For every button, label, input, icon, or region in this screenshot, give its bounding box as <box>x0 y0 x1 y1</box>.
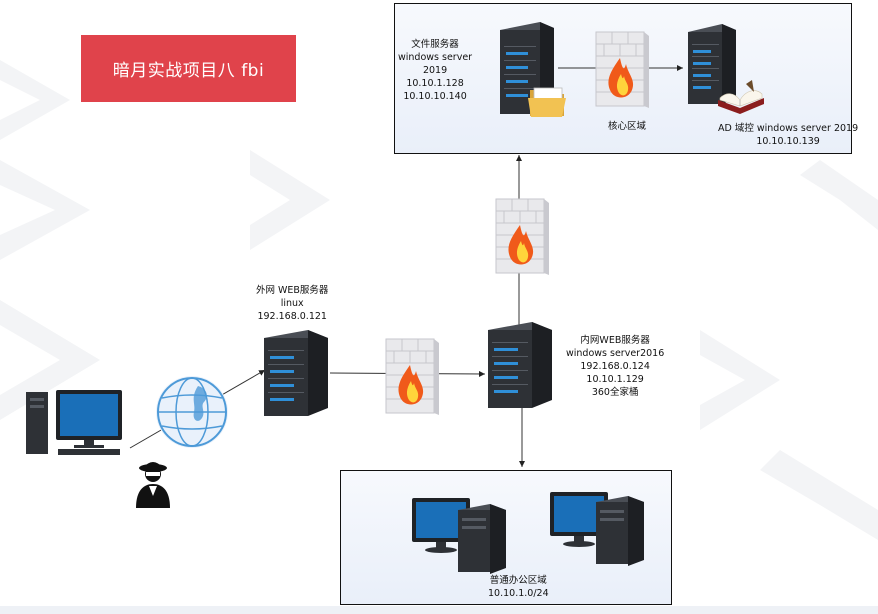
core-zone-label: 核心区域 <box>608 121 647 132</box>
inner-web-line: 360全家桶 <box>591 387 639 398</box>
file-server-line: 2019 <box>422 65 448 76</box>
outer-web-line: 192.168.0.121 <box>257 311 327 322</box>
ad-server-line: AD 域控 windows server 2019 <box>718 123 859 134</box>
book-icon <box>718 80 764 114</box>
office-zone-line: 10.10.1.0/24 <box>488 588 549 599</box>
file-server-line: windows server <box>398 52 473 63</box>
file-server-label: 文件服务器 windows server 2019 10.10.1.128 10… <box>398 38 472 103</box>
inner-web-line: 内网WEB服务器 <box>580 335 650 346</box>
office-zone-line: 普通办公区域 <box>489 575 547 586</box>
inner-web-label: 内网WEB服务器 windows server2016 192.168.0.12… <box>566 334 664 399</box>
office-pc-2-icon <box>550 492 644 566</box>
outer-web-label: 外网 WEB服务器 linux 192.168.0.121 <box>256 284 328 323</box>
outer-web-line: linux <box>280 298 304 309</box>
ad-server-icon <box>688 24 736 104</box>
inner-web-line: windows server2016 <box>566 348 665 359</box>
attacker-desktop-icon <box>26 390 122 455</box>
file-server-line: 文件服务器 <box>411 39 459 50</box>
outer-web-server-icon <box>264 330 328 416</box>
office-pc-1-icon <box>412 498 506 574</box>
diagram-title: 暗月实战项目八 fbi <box>81 35 296 102</box>
ad-server-line: 10.10.10.139 <box>756 136 820 147</box>
bottom-strip <box>0 606 878 614</box>
inner-web-server-icon <box>488 322 552 408</box>
internet-globe-icon <box>156 376 228 448</box>
perimeter-firewall-icon <box>385 338 439 415</box>
ad-server-label: AD 域控 windows server 2019 10.10.10.139 <box>718 122 858 148</box>
inner-web-line: 10.10.1.129 <box>586 374 644 385</box>
dmz-firewall-icon <box>495 198 549 275</box>
file-server-line: 10.10.10.140 <box>403 91 467 102</box>
folder-icon <box>528 87 566 117</box>
core-firewall-icon <box>595 31 649 108</box>
inner-web-line: 192.168.0.124 <box>580 361 650 372</box>
office-zone-label: 普通办公区域 10.10.1.0/24 <box>488 574 549 600</box>
file-server-line: 10.10.1.128 <box>406 78 464 89</box>
outer-web-line: 外网 WEB服务器 <box>256 285 329 296</box>
hacker-icon <box>136 462 170 508</box>
